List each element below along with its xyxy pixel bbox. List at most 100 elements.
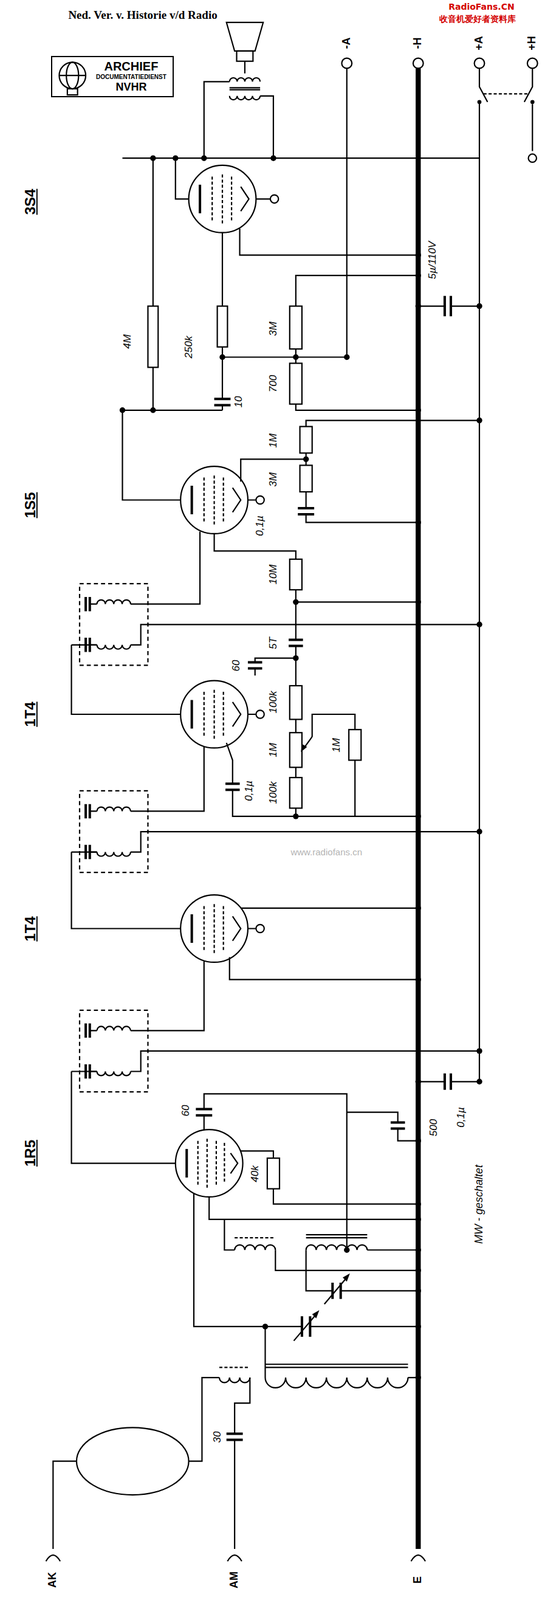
component-value: 60 — [179, 1102, 192, 1117]
junction-dot — [415, 1322, 422, 1329]
tube-label: 3S4 — [22, 187, 39, 217]
tube-filament — [232, 915, 241, 940]
capacitor-symbol — [288, 639, 304, 646]
junction-dot — [415, 976, 422, 982]
coil-core — [234, 1236, 276, 1238]
terminal — [413, 58, 424, 69]
junction-dot — [292, 655, 299, 661]
terminal-label: -A — [340, 35, 354, 50]
if-transformer — [79, 583, 148, 665]
terminal — [255, 709, 264, 718]
junction-dot — [292, 599, 299, 605]
coil-core — [265, 1363, 409, 1367]
tube-label: 1T4 — [22, 914, 39, 942]
terminal-label: AK — [46, 1570, 59, 1589]
junction-dot — [262, 1322, 268, 1329]
junction-dot — [150, 154, 156, 161]
capacitor-symbol — [85, 596, 90, 652]
capacitor-symbol — [297, 507, 315, 515]
capacitor-symbol — [85, 803, 90, 860]
junction-dot — [476, 417, 482, 423]
archive-note: Ned. Ver. v. Historie v/d Radio — [66, 9, 219, 22]
component-value: 40k — [249, 1163, 261, 1183]
tube-grid — [198, 1138, 225, 1188]
archive-stamp: ARCHIEFDOCUMENTATIEDIENSTNVHR — [51, 55, 174, 97]
junction-dot — [119, 407, 126, 413]
junction-dot — [303, 456, 309, 462]
junction-dot — [476, 1078, 482, 1084]
resistor-symbol — [289, 777, 302, 808]
resistor-symbol — [289, 363, 302, 405]
tube-plate — [190, 913, 194, 943]
junction-dot — [415, 812, 422, 819]
component-value: 700 — [267, 373, 280, 394]
wire — [204, 1093, 419, 1290]
junction-dot — [415, 1200, 422, 1207]
variable-arrowhead — [312, 1309, 320, 1318]
component-value: 1M — [267, 741, 280, 759]
if-transformer — [79, 1009, 148, 1092]
watermark: www.radiofans.cn — [289, 847, 364, 858]
globe-equator — [58, 74, 86, 76]
junction-dot — [415, 599, 422, 605]
junction-dot — [476, 1047, 482, 1053]
component-value: 250k — [182, 334, 195, 360]
terminal — [341, 58, 352, 69]
tube-plate — [185, 1148, 188, 1177]
junction-dot — [476, 621, 482, 628]
if-transformer — [79, 790, 148, 872]
speaker-symbol — [226, 22, 264, 52]
junction-dot — [415, 252, 422, 258]
tube-symbol — [188, 165, 257, 233]
capacitor-symbol — [85, 1023, 90, 1079]
terminal — [527, 58, 538, 69]
variable-arrowhead — [342, 1272, 350, 1281]
junction-dot — [415, 1246, 422, 1253]
tube-filament — [230, 1152, 238, 1174]
switch-link — [483, 92, 529, 95]
junction-dot — [415, 1266, 422, 1273]
component-value: 0,1µ — [243, 778, 255, 802]
junction-dot — [292, 812, 299, 819]
component-value: 60 — [230, 658, 243, 673]
transformer-symbol — [229, 77, 261, 100]
component-value: 1M — [331, 736, 343, 754]
tube-grid — [204, 689, 224, 739]
junction-dot — [415, 1078, 422, 1084]
variable-arrow — [294, 1313, 317, 1341]
terminal-label: E — [411, 1574, 425, 1585]
tube-envelope — [175, 1128, 244, 1197]
stamp-text: ARCHIEF — [96, 59, 167, 74]
coil-symbol — [89, 599, 131, 649]
resistor-symbol — [289, 306, 302, 349]
coil-core — [219, 1365, 250, 1368]
junction-dot — [201, 154, 207, 161]
loop-antenna — [76, 1426, 189, 1495]
switch-contact — [530, 100, 535, 105]
junction-dot — [415, 272, 422, 279]
resistor-symbol — [289, 685, 302, 719]
transformer-can — [79, 1009, 148, 1092]
tube-filament — [240, 186, 249, 211]
tube-filament — [232, 487, 241, 512]
wire — [71, 746, 480, 1163]
tube-label: 1T4 — [22, 699, 39, 728]
component-value: 100k — [267, 780, 280, 806]
component-value: 3M — [267, 320, 280, 338]
capacitor-symbol — [226, 1432, 244, 1439]
component-value: 5T — [267, 635, 280, 651]
junction-dot — [415, 303, 422, 309]
component-value: 4M — [122, 333, 134, 351]
resistor-symbol — [300, 464, 313, 492]
component-value: 10M — [267, 563, 280, 586]
tube-symbol — [180, 680, 248, 748]
component-value: 500 — [427, 1117, 440, 1137]
component-value: 5µ/110V — [426, 240, 439, 281]
resistor-symbol — [217, 306, 228, 347]
component-value: 10 — [233, 394, 245, 409]
potentiometer-symbol — [289, 732, 302, 767]
junction-dot — [415, 904, 422, 911]
ground-bus — [415, 68, 421, 1549]
capacitor-symbol — [195, 1108, 213, 1115]
speaker-magnet — [236, 51, 254, 62]
